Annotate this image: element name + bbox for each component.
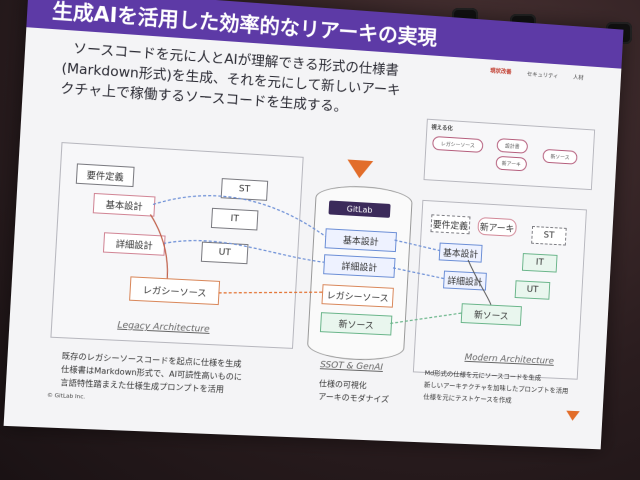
ssot-detail-to-modern-arrow: [393, 268, 444, 279]
modern-new-src-to-ssot-arrow: [390, 310, 461, 327]
ssot-bullet-1: 仕様の可視化: [318, 379, 367, 391]
legacy-src-to-basic-arrow: [147, 214, 171, 278]
gitlab-footer-logo: [565, 410, 580, 422]
ssot-basic-to-modern-arrow: [394, 240, 440, 250]
ssot-legacy-to-legacy-src-arrow: [217, 287, 322, 298]
modern-basic-to-new-src-arrow: [466, 260, 494, 305]
presentation-slide: 生成AIを活用した効率的なリアーキの実現 ソースコードを元に人とAIが理解できる…: [3, 0, 624, 450]
legacy-basic-to-ssot-arrow: [152, 192, 327, 236]
legacy-detail-to-ssot-arrow: [163, 239, 325, 263]
